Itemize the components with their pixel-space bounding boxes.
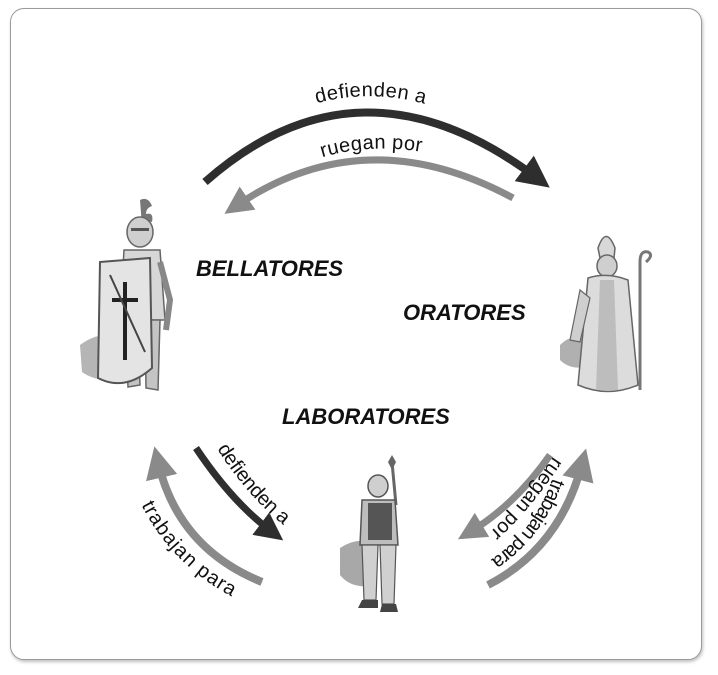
peasant-figure [340, 455, 399, 612]
arrow-bellatores-to-laboratores [193, 446, 284, 541]
estate-bellatores: BELLATORES [196, 256, 343, 281]
label-defienden-a-top: defienden a [313, 79, 430, 109]
label-trabajan-para-left: trabajan para [137, 497, 241, 601]
arrow-laboratores-to-oratores [486, 448, 594, 589]
arrow-laboratores-to-bellatores [146, 446, 264, 586]
arrow-oratores-to-bellatores [224, 156, 515, 214]
arrow-bellatores-to-oratores [202, 108, 550, 188]
bishop-figure [560, 235, 653, 393]
estate-oratores: ORATORES [403, 300, 526, 325]
knight-figure [80, 198, 174, 391]
arrow-oratores-to-laboratores [457, 452, 553, 540]
estate-laboratores: LABORATORES [282, 404, 450, 429]
